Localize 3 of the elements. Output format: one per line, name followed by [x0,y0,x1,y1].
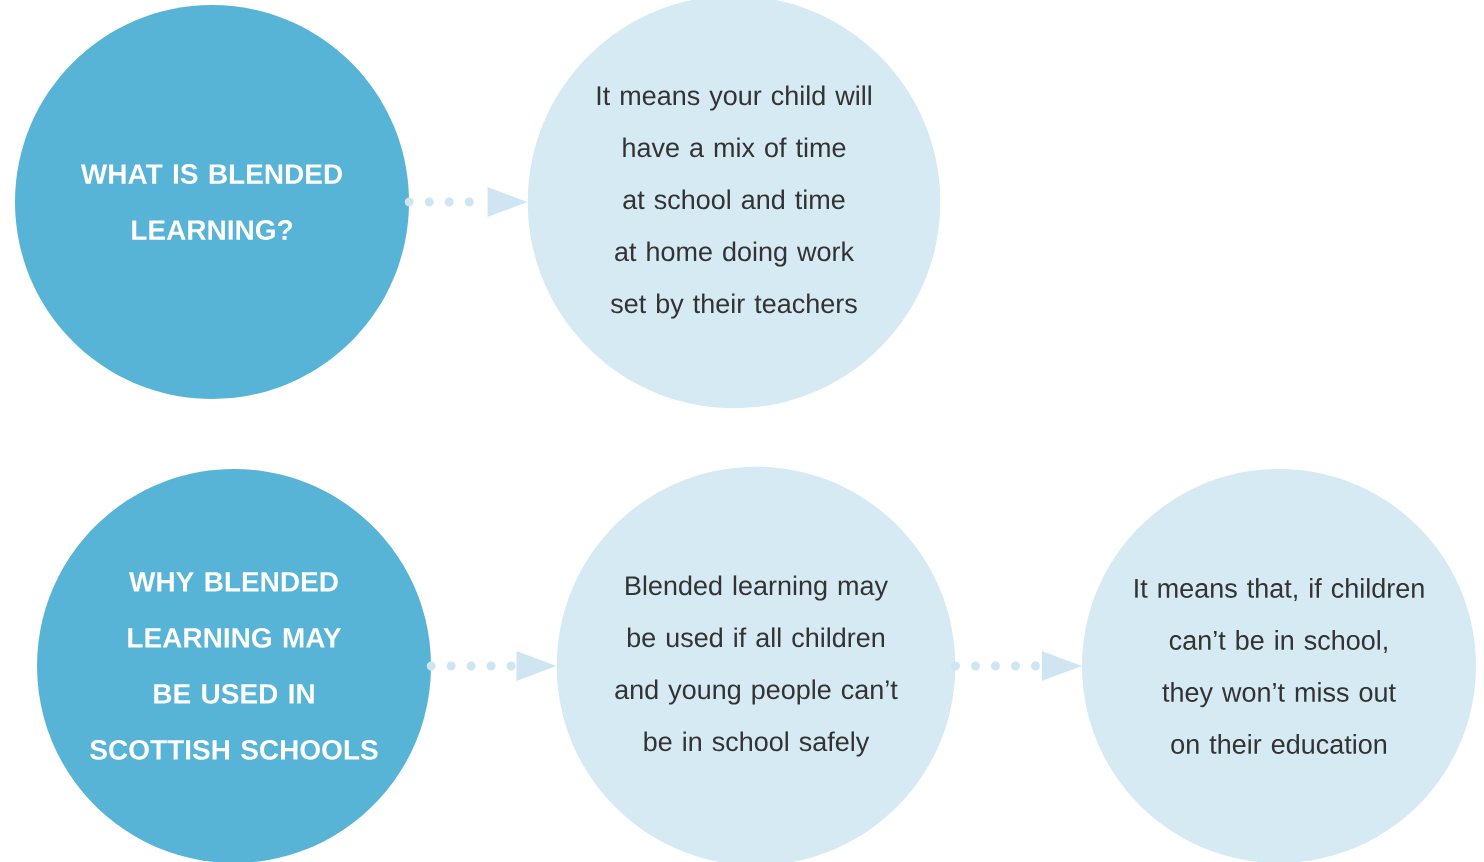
dotted-arrow [951,651,1082,681]
dotted-arrow [426,651,557,681]
dotted-arrow [404,187,528,217]
